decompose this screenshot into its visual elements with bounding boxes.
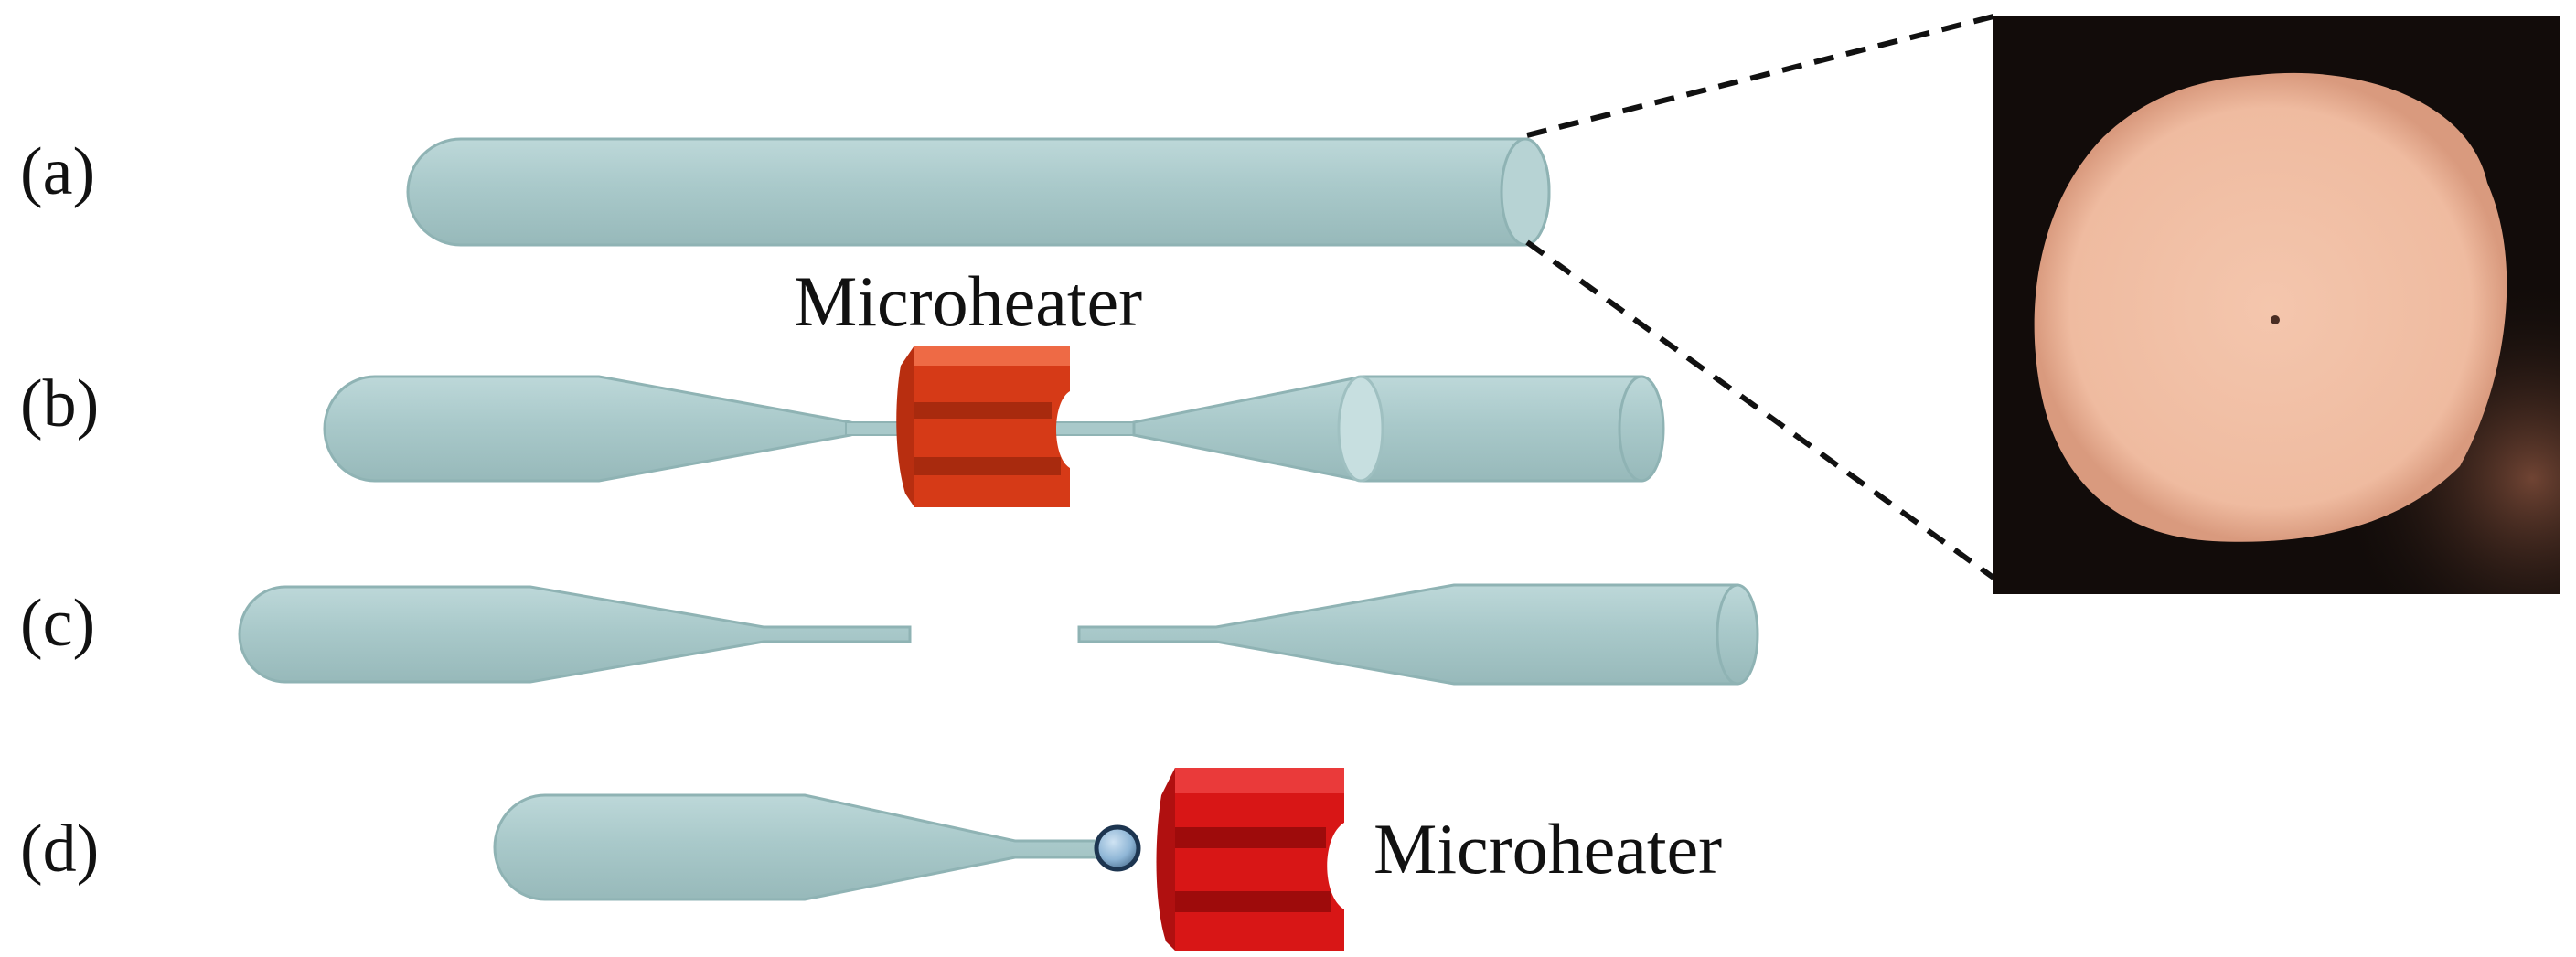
panel-label-b: (b): [20, 367, 99, 441]
fiber-c-left: [238, 585, 912, 684]
zoom-line-bottom: [1525, 239, 1995, 580]
fiber-a: [406, 137, 1551, 247]
microheater-label-d: Microheater: [1374, 809, 1722, 888]
fiber-c-right: [1077, 583, 1759, 686]
microheater-d: [1156, 768, 1344, 951]
microheater-b: [896, 346, 1070, 507]
microsphere-ball: [1094, 824, 1141, 872]
fiber-d: [493, 793, 1104, 901]
panel-label-c: (c): [20, 586, 95, 661]
fiber-core-dot: [2271, 315, 2280, 324]
microheater-label-b: Microheater: [794, 261, 1142, 341]
panel-label-d: (d): [20, 812, 99, 887]
zoom-line-top: [1526, 14, 1994, 138]
fiber-end-face-micrograph: [1993, 16, 2560, 594]
panel-label-a: (a): [20, 134, 95, 209]
